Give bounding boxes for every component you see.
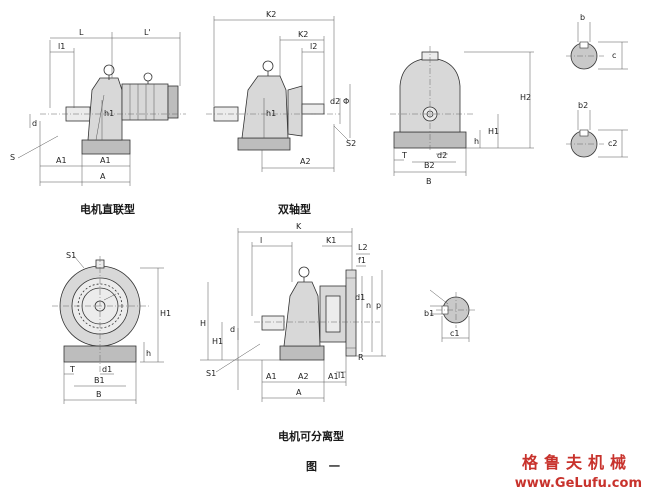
dim-d-sep: d	[230, 325, 235, 334]
dim-R: R	[358, 353, 364, 362]
dim-p: p	[376, 301, 381, 310]
dim-H1-end: H1	[160, 309, 171, 318]
motor-end-view: S1 H1 h T d1 B1 B	[52, 251, 171, 404]
dim-d2-front: d2	[437, 151, 447, 160]
dim-l1-sep: l1	[338, 371, 345, 380]
front-view: H2 H1 h T d2 B2 B	[390, 46, 534, 186]
dim-L-prime: L'	[144, 28, 151, 37]
dim-d: d	[32, 119, 37, 128]
dim-d2: d2	[330, 97, 340, 106]
dim-B2: B2	[424, 161, 435, 170]
watermark-url: www.GeLufu.com	[514, 476, 642, 491]
dim-A1-sep-a: A1	[266, 372, 277, 381]
dim-K2-top: K2	[266, 10, 276, 19]
dim-K2: K2	[298, 30, 308, 39]
dim-B: B	[426, 177, 432, 186]
dim-A2-sep: A2	[298, 372, 309, 381]
dim-A-sep: A	[296, 388, 302, 397]
dim-H1-front: H1	[488, 127, 499, 136]
dual-shaft-side-view: K2 K2 l2 d2 Φ S2 h1 A2	[206, 10, 356, 172]
dim-L2: L2	[358, 243, 368, 252]
dim-B1-end: B1	[94, 376, 105, 385]
dim-h1-dual: h1	[266, 109, 276, 118]
dim-h-front: h	[474, 137, 479, 146]
key-c: c	[612, 51, 616, 60]
dim-f1: f1	[358, 256, 366, 265]
dim-H2: H2	[520, 93, 531, 102]
dim-H1-sep: H1	[212, 337, 223, 346]
dim-A1-sep-b: A1	[328, 372, 339, 381]
watermark-brand: 格鲁夫机械	[521, 453, 632, 472]
separable-side-view: K l K1 L2 f1 d1 n p H H1 d S1 R l1 A1 A2…	[200, 222, 386, 402]
dim-phi: Φ	[343, 97, 349, 106]
dim-T-end: T	[69, 365, 75, 374]
key-c1: c1	[450, 329, 460, 338]
dim-l1: l1	[58, 42, 65, 51]
dim-l2: l2	[310, 42, 317, 51]
dim-d1-end: d1	[102, 365, 112, 374]
figure-label: 图 一	[306, 460, 344, 473]
dim-l: l	[260, 236, 262, 245]
dim-A2: A2	[300, 157, 311, 166]
dim-H: H	[200, 319, 206, 328]
key-c2: c2	[608, 139, 618, 148]
dim-S1-end: S1	[66, 251, 76, 260]
caption-direct-coupled: 电机直联型	[80, 203, 135, 216]
dim-h1: h1	[104, 109, 114, 118]
small-key-section: b1 c1	[424, 289, 476, 342]
dim-T: T	[401, 151, 407, 160]
dim-S: S	[10, 153, 15, 162]
dim-K: K	[296, 222, 302, 231]
dim-K1: K1	[326, 236, 336, 245]
key-b1: b1	[424, 309, 434, 318]
dim-B-end: B	[96, 390, 102, 399]
dim-S2: S2	[346, 139, 356, 148]
dim-n: n	[366, 301, 371, 310]
dim-A1-b: A1	[100, 156, 111, 165]
dim-A: A	[100, 172, 106, 181]
dim-d1: d1	[355, 293, 365, 302]
caption-separable: 电机可分离型	[278, 430, 344, 443]
dim-A1-a: A1	[56, 156, 67, 165]
dim-L: L	[79, 28, 84, 37]
direct-coupled-side-view: L L' l1 h1 d S A1 A1 A	[10, 28, 186, 186]
key-sections: b c b2 c2	[566, 13, 628, 158]
caption-dual-shaft: 双轴型	[278, 203, 311, 216]
dim-S1-sep: S1	[206, 369, 216, 378]
key-b: b	[580, 13, 585, 22]
key-b2: b2	[578, 101, 588, 110]
dim-h-end: h	[146, 349, 151, 358]
